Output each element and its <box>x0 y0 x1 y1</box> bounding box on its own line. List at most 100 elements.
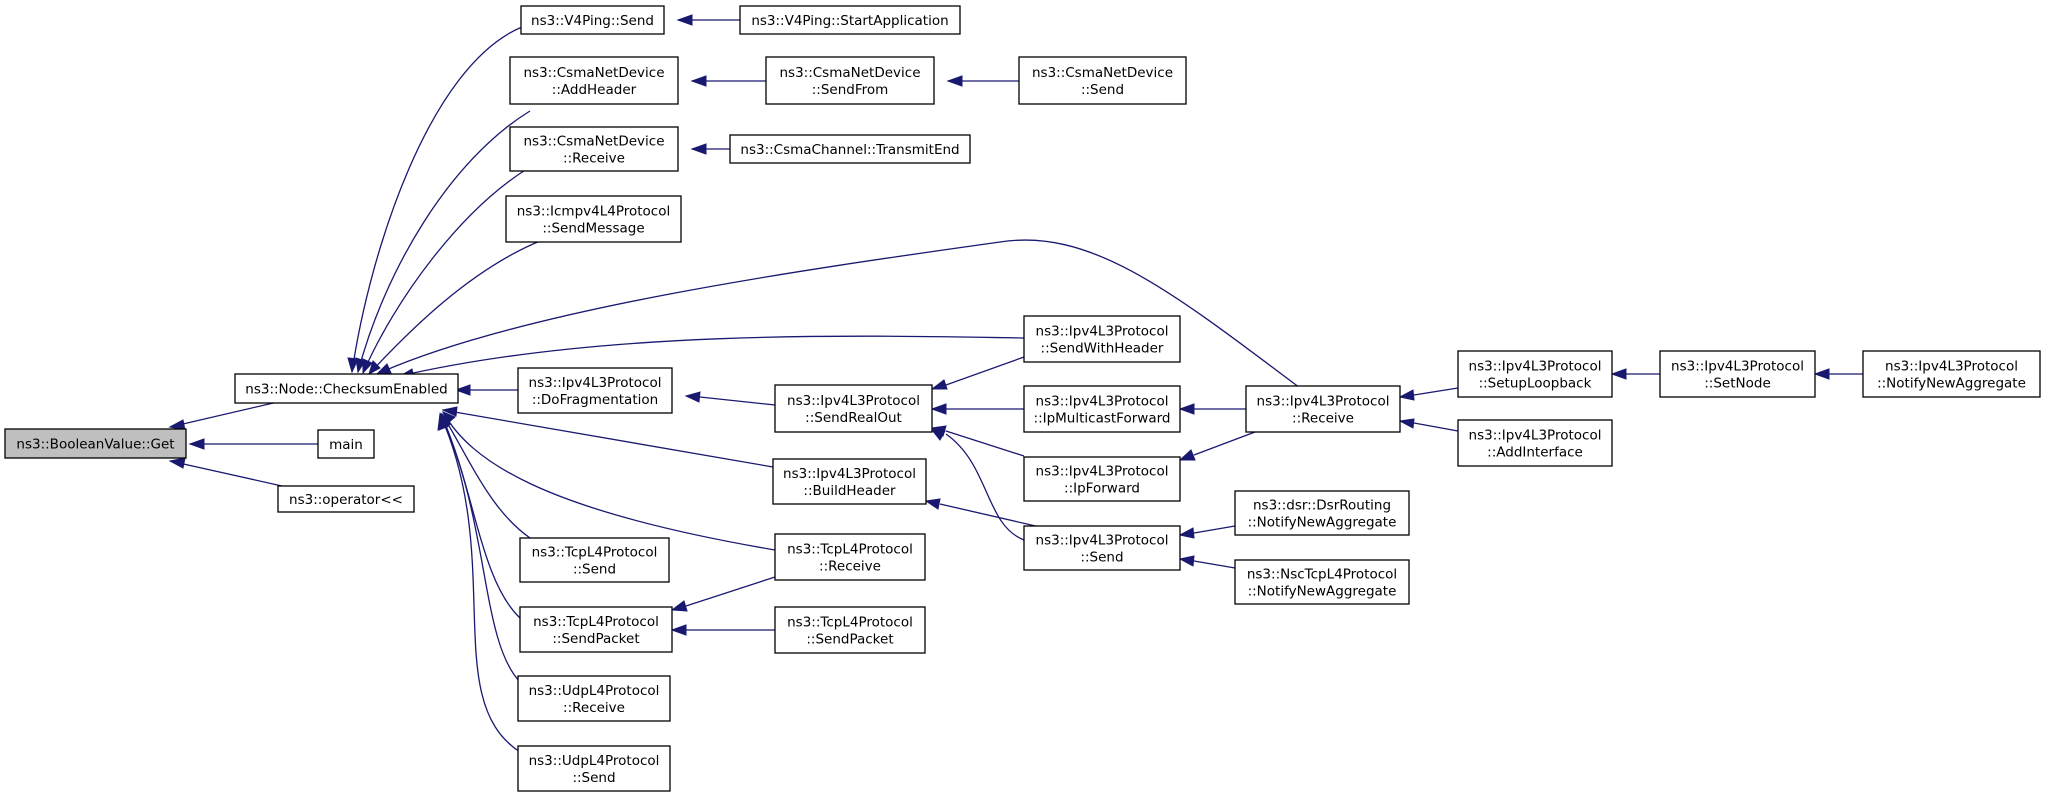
node-bh[interactable]: ns3::Ipv4L3Protocol::BuildHeader <box>772 458 927 505</box>
node-box <box>1234 559 1410 605</box>
edge-get-oplt <box>169 460 283 487</box>
node-v4send[interactable]: ns3::V4Ping::Send <box>520 5 665 35</box>
node-get[interactable]: ns3::BooleanValue::Get <box>4 428 187 459</box>
node-label-line: ns3::NscTcpL4Protocol <box>1247 567 1397 583</box>
edge-dofrag-sro <box>699 396 776 406</box>
node-tcpSP2[interactable]: ns3::TcpL4Protocol::SendPacket <box>774 606 926 654</box>
node-sro[interactable]: ns3::Ipv4L3Protocol::SendRealOut <box>774 384 933 433</box>
arrowhead <box>930 379 948 390</box>
arrowhead <box>454 384 471 396</box>
node-label-line: ns3::Ipv4L3Protocol <box>787 393 920 409</box>
node-main[interactable]: main <box>317 429 375 459</box>
arrowhead <box>1398 418 1415 429</box>
node-csmaTE[interactable]: ns3::CsmaChannel::TransmitEnd <box>729 134 971 164</box>
node-label-line: ::IpMulticastForward <box>1034 411 1171 427</box>
node-label-line: ns3::TcpL4Protocol <box>787 615 913 631</box>
arrowhead <box>930 403 947 415</box>
node-label-line: ns3::V4Ping::Send <box>531 13 654 29</box>
node-csmaSF[interactable]: ns3::CsmaNetDevice::SendFrom <box>765 56 935 105</box>
node-label-line: ns3::CsmaChannel::TransmitEnd <box>740 142 959 158</box>
node-csmaSend[interactable]: ns3::CsmaNetDevice::Send <box>1018 56 1187 105</box>
node-label-line: ns3::BooleanValue::Get <box>16 437 174 453</box>
node-addif[interactable]: ns3::Ipv4L3Protocol::AddInterface <box>1457 419 1613 467</box>
node-checksum[interactable]: ns3::Node::ChecksumEnabled <box>234 373 459 404</box>
node-setuplb[interactable]: ns3::Ipv4L3Protocol::SetupLoopback <box>1457 350 1613 398</box>
node-label-line: ns3::CsmaNetDevice <box>1032 65 1173 81</box>
node-box <box>517 745 671 792</box>
node-label-line: ::Receive <box>563 700 625 716</box>
node-label-line: ::NotifyNewAggregate <box>1248 515 1397 531</box>
node-label-line: main <box>329 437 363 453</box>
node-box <box>1023 525 1181 571</box>
node-udpSend[interactable]: ns3::UdpL4Protocol::Send <box>517 745 671 792</box>
edge-checksum-tcprecv <box>442 411 776 551</box>
edge-ipv4recv-addif <box>1413 422 1459 432</box>
node-label-line: ns3::Node::ChecksumEnabled <box>245 382 447 398</box>
node-icmp[interactable]: ns3::Icmpv4L4Protocol::SendMessage <box>505 195 682 243</box>
node-label-line: ::SetupLoopback <box>1479 376 1592 392</box>
node-label-line: ::SendRealOut <box>805 410 902 426</box>
node-label-line: ::SendFrom <box>812 82 889 98</box>
arrowhead <box>1398 389 1415 401</box>
node-ipv4recv[interactable]: ns3::Ipv4L3Protocol::Receive <box>1245 385 1401 433</box>
node-label-line: ::SetNode <box>1704 376 1771 392</box>
node-label-line: ::AddInterface <box>1487 445 1583 461</box>
node-box <box>1659 350 1816 398</box>
node-label-line: ns3::V4Ping::StartApplication <box>751 13 948 29</box>
arrowhead <box>441 406 458 417</box>
node-nsc[interactable]: ns3::NscTcpL4Protocol::NotifyNewAggregat… <box>1234 559 1410 605</box>
node-label-line: ns3::Ipv4L3Protocol <box>529 375 662 391</box>
node-box <box>1457 419 1613 467</box>
edge-checksum-v4send <box>351 26 523 373</box>
arrowhead <box>670 600 688 612</box>
arrowhead <box>924 498 941 510</box>
node-label-line: ::Send <box>573 562 616 578</box>
node-ipfwd[interactable]: ns3::Ipv4L3Protocol::IpForward <box>1023 456 1181 502</box>
node-oplt[interactable]: ns3::operator<< <box>277 485 415 513</box>
node-label-line: ns3::Ipv4L3Protocol <box>783 466 916 482</box>
node-dsr[interactable]: ns3::dsr::DsrRouting::NotifyNewAggregate <box>1234 490 1410 536</box>
node-csmaRecv[interactable]: ns3::CsmaNetDevice::Receive <box>509 126 679 172</box>
arrowhead <box>1813 368 1830 380</box>
arrows-layer <box>168 14 1830 636</box>
node-label-line: ns3::Ipv4L3Protocol <box>1885 359 2018 375</box>
node-box <box>234 373 459 404</box>
node-csmaAdd[interactable]: ns3::CsmaNetDevice::AddHeader <box>509 56 679 105</box>
edge-sro-ipv4send <box>945 433 1025 541</box>
edge-checksum-bh <box>442 409 774 468</box>
node-box <box>1018 56 1187 105</box>
node-label-line: ::NotifyNewAggregate <box>1877 376 2026 392</box>
node-tcpSend[interactable]: ns3::TcpL4Protocol::Send <box>519 537 670 583</box>
node-label-line: ::Receive <box>1292 411 1354 427</box>
node-label-line: ns3::Ipv4L3Protocol <box>1036 394 1169 410</box>
edges-layer <box>169 19 1863 753</box>
node-notifyNA[interactable]: ns3::Ipv4L3Protocol::NotifyNewAggregate <box>1862 350 2041 398</box>
node-tcpSP[interactable]: ns3::TcpL4Protocol::SendPacket <box>519 606 673 653</box>
arrowhead <box>168 457 186 469</box>
node-box <box>1234 490 1410 536</box>
node-swh[interactable]: ns3::Ipv4L3Protocol::SendWithHeader <box>1023 315 1181 363</box>
edge-ipv4send-nsc <box>1193 560 1236 569</box>
node-udpRecv[interactable]: ns3::UdpL4Protocol::Receive <box>517 675 671 722</box>
node-label-line: ns3::Ipv4L3Protocol <box>1257 394 1390 410</box>
node-label-line: ::Send <box>572 770 615 786</box>
node-tcpRecv[interactable]: ns3::TcpL4Protocol::Receive <box>774 533 926 581</box>
edge-checksum-udprecv <box>439 413 521 683</box>
node-label-line: ::Send <box>1080 550 1123 566</box>
node-label-line: ::DoFragmentation <box>532 392 658 408</box>
node-label-line: ns3::TcpL4Protocol <box>533 614 659 630</box>
node-ipmf[interactable]: ns3::Ipv4L3Protocol::IpMulticastForward <box>1023 385 1181 433</box>
node-label-line: ns3::CsmaNetDevice <box>523 134 664 150</box>
arrowhead <box>690 75 707 87</box>
node-dofrag[interactable]: ns3::Ipv4L3Protocol::DoFragmentation <box>517 367 673 414</box>
node-box <box>774 384 933 433</box>
node-ipv4send[interactable]: ns3::Ipv4L3Protocol::Send <box>1023 525 1181 571</box>
edge-ipv4recv-setuplb <box>1413 387 1459 396</box>
edge-sro-swh <box>945 356 1025 386</box>
arrowhead <box>437 412 448 431</box>
node-v4start[interactable]: ns3::V4Ping::StartApplication <box>739 5 961 35</box>
node-label-line: ns3::TcpL4Protocol <box>787 542 913 558</box>
node-setnode[interactable]: ns3::Ipv4L3Protocol::SetNode <box>1659 350 1816 398</box>
node-box <box>1862 350 2041 398</box>
